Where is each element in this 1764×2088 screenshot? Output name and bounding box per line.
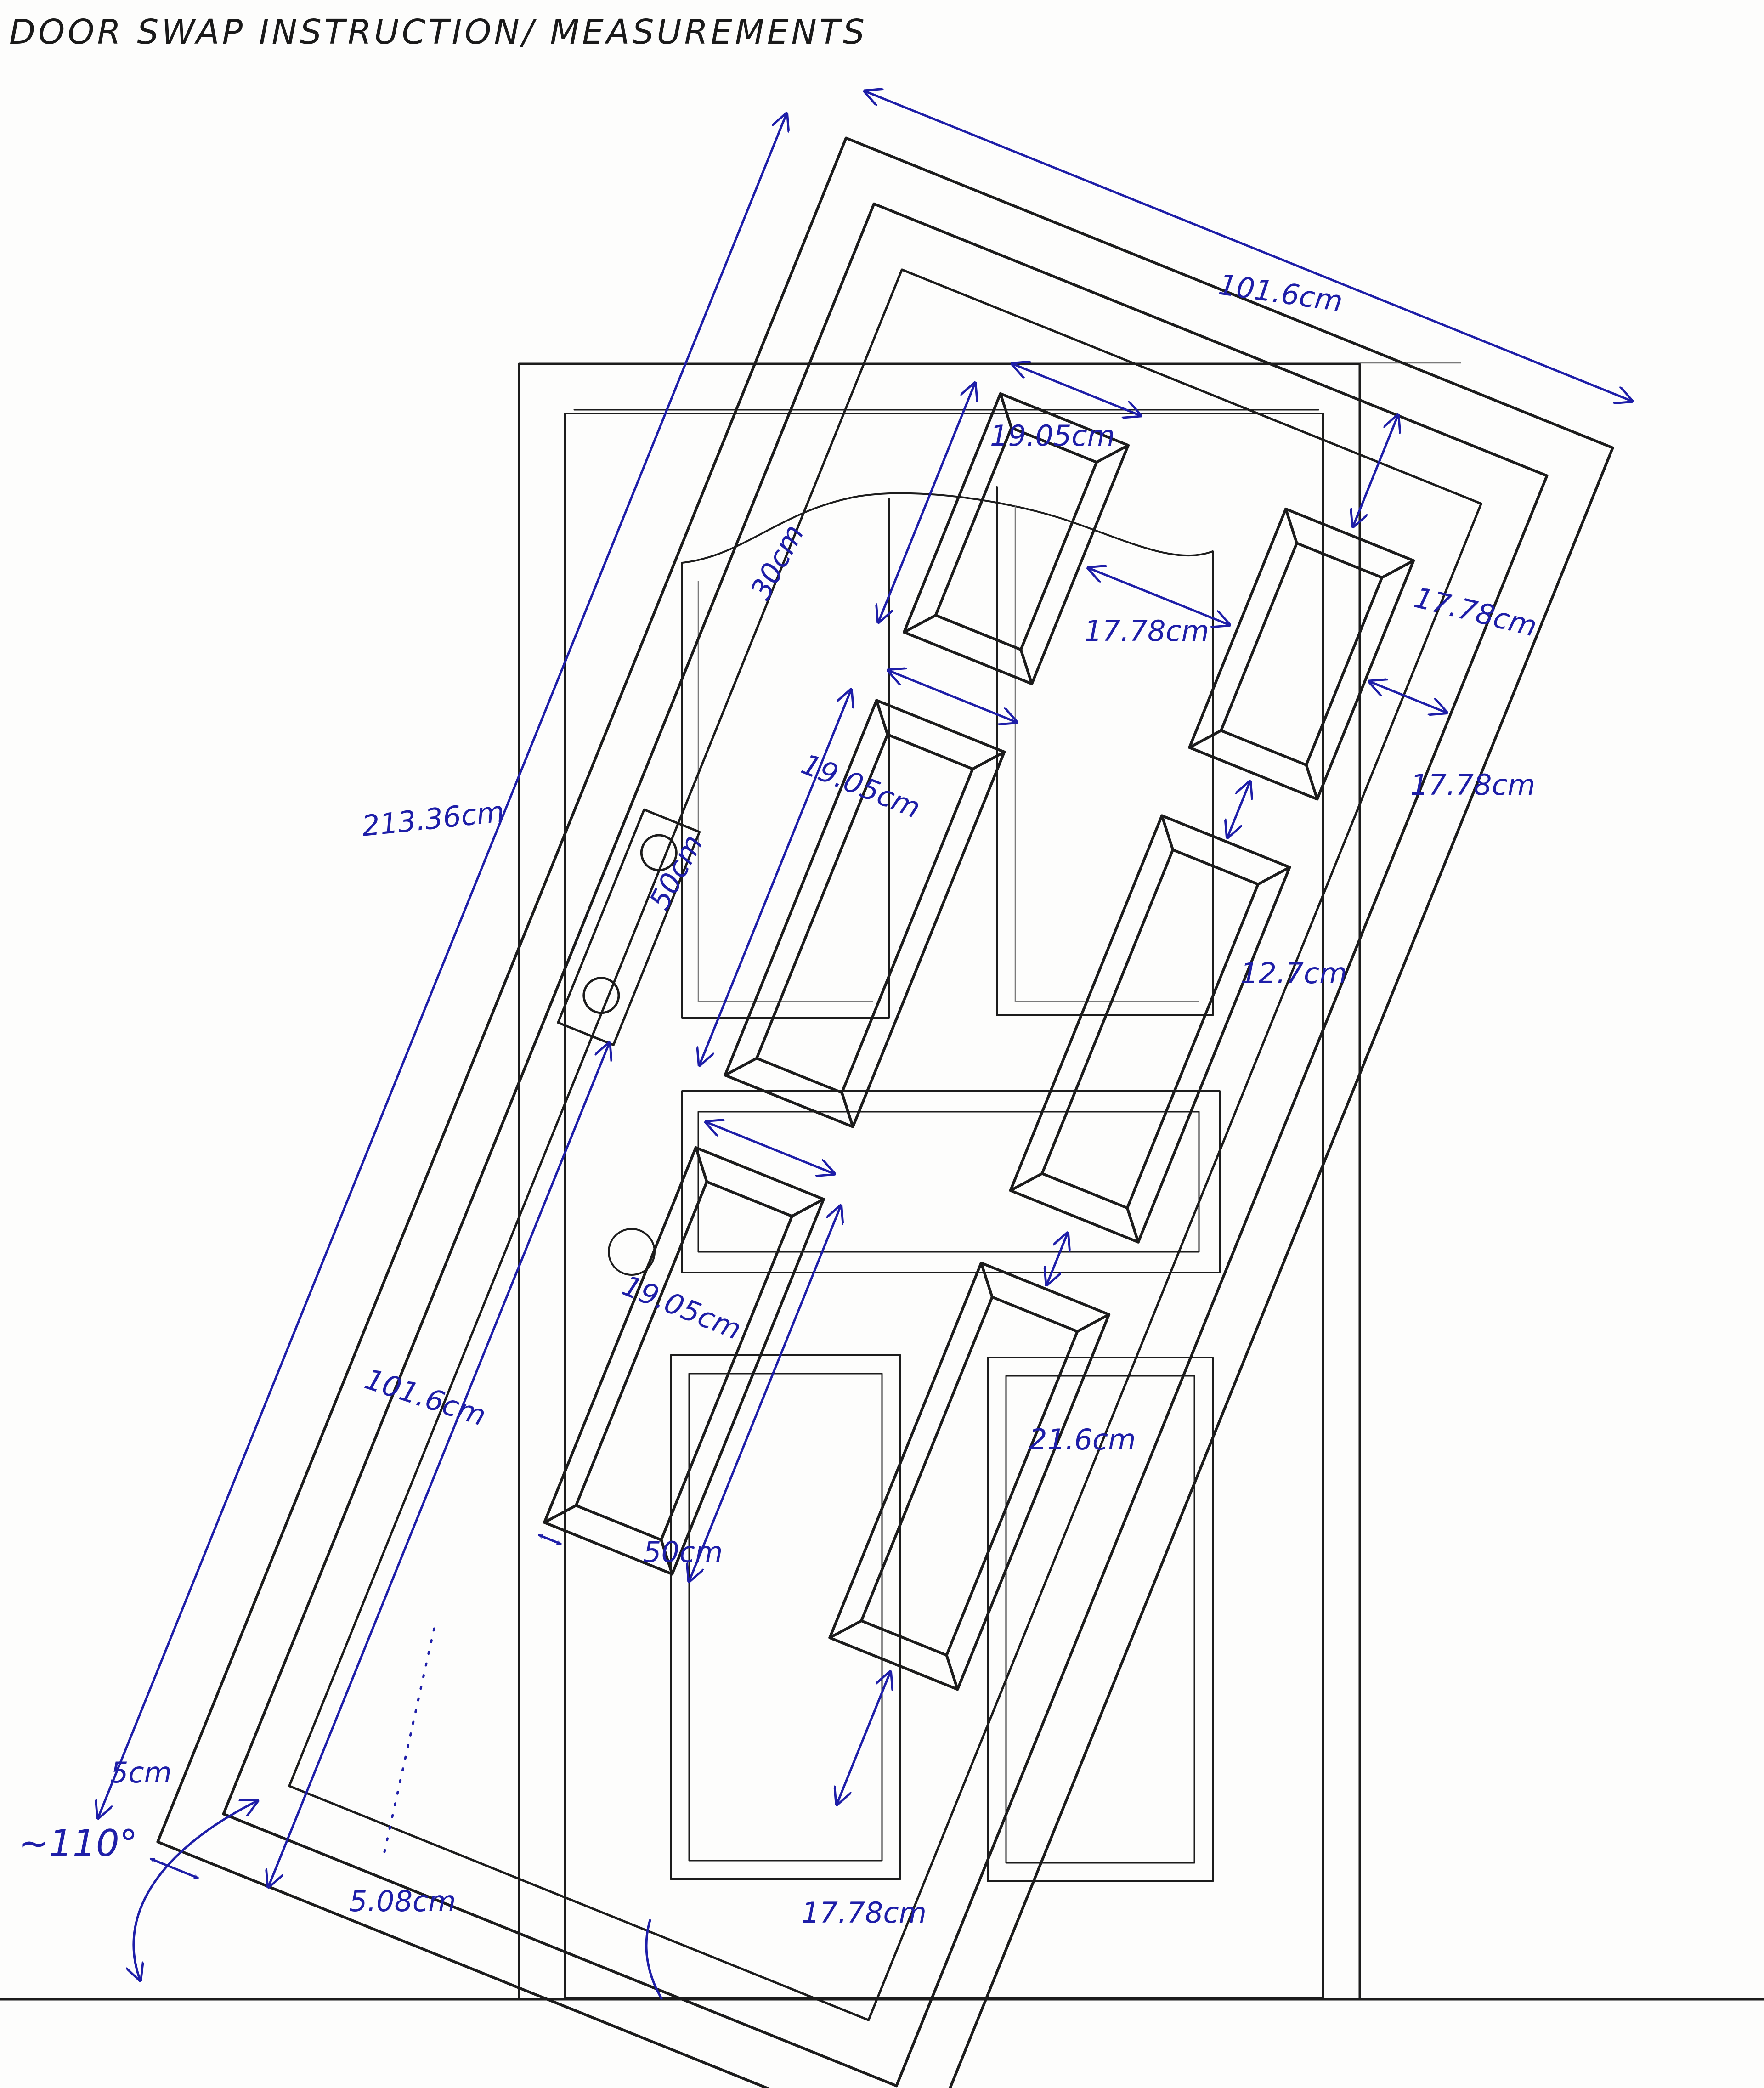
label-bl-height: 50cm [643, 1535, 723, 1569]
panel-top-right [1188, 507, 1415, 801]
label-door-height: 213.36cm [360, 795, 506, 843]
label-right-gap: 12.7cm [1240, 956, 1347, 990]
label-ml-height: 50cm [643, 829, 710, 915]
dim-border [149, 1857, 199, 1879]
rotated-door [91, 67, 1632, 2088]
dim-tl-height [878, 383, 975, 622]
dim-bl-width [706, 1122, 834, 1173]
drawing-title: DOOR SWAP INSTRUCTION/ MEASUREMENTS [9, 12, 867, 52]
angle-arc [134, 1801, 257, 1980]
dim-br-gap [1047, 1234, 1068, 1284]
door-angle-mark [645, 1919, 663, 2000]
label-angle: ~110° [18, 1822, 138, 1865]
label-br-gap: 21.6cm [1029, 1423, 1136, 1456]
dim-tl-width [1012, 364, 1140, 415]
label-tl-height: 30cm [744, 519, 811, 605]
label-ml-width: 19.05cm [797, 747, 925, 825]
dim-right-gap [1227, 782, 1250, 837]
label-frame-border: 5cm [110, 1756, 172, 1789]
dim-top-gap [1089, 568, 1229, 625]
label-tl-width: 19.05cm [990, 419, 1115, 453]
panel-mid-right [1009, 814, 1291, 1244]
label-bl-width: 19.05cm [617, 1268, 746, 1347]
dim-ml-height [700, 690, 851, 1065]
dim-ml-width [888, 671, 1016, 722]
dim-bottom-margin [837, 1672, 890, 1804]
dim-top-margin [1353, 415, 1398, 526]
label-door-width: 101.6cm [1216, 268, 1345, 318]
label-lower-height: 101.6cm [361, 1362, 490, 1432]
label-right-margin: 17.78cm [1410, 768, 1535, 802]
dim-door-height [98, 114, 786, 1818]
panel-mid-left [724, 699, 1006, 1128]
panel-bottom-left [543, 1146, 825, 1576]
leader-dotted [382, 1627, 435, 1857]
label-top-margin: 17.78cm [1411, 581, 1540, 644]
label-bottom-offset: 5.08cm [349, 1884, 456, 1918]
panel-bottom-right [828, 1261, 1111, 1691]
door-inner-edge [222, 202, 1549, 2088]
dim-lower-height [268, 1043, 609, 1887]
door-outer-edge [156, 136, 1614, 2088]
door-frame-line [288, 268, 1482, 2021]
dim-door-width [865, 91, 1632, 401]
label-bottom-margin: 17.78cm [802, 1896, 927, 1930]
dim-bl-height [689, 1206, 841, 1581]
dim-bottom-offset [538, 1534, 562, 1545]
label-top-gap: 17.78cm [1084, 614, 1209, 648]
dim-right-margin [1370, 682, 1447, 713]
